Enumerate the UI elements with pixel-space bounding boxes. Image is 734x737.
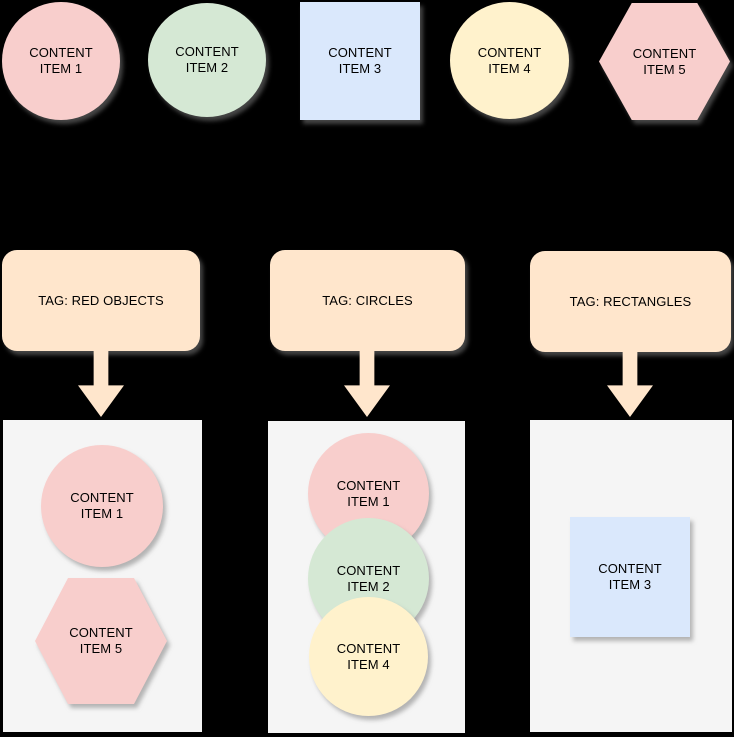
tag-rectangles: TAG: RECTANGLES — [530, 251, 731, 352]
node-label: CONTENT ITEM 1 — [336, 477, 401, 509]
content-item-2-node: CONTENT ITEM 2 — [148, 3, 266, 117]
node-label: CONTENT ITEM 4 — [477, 44, 542, 76]
circle-shape: CONTENT ITEM 2 — [148, 3, 266, 117]
group-container-red-objects: CONTENT ITEM 1 CONTENT ITEM 5 — [3, 420, 202, 732]
node-label: CONTENT ITEM 3 — [598, 561, 662, 592]
content-item-3-node: CONTENT ITEM 3 — [570, 517, 690, 637]
down-block-arrow-icon — [344, 351, 390, 417]
circle-shape: CONTENT ITEM 4 — [309, 597, 428, 716]
content-item-4-node: CONTENT ITEM 4 — [450, 2, 569, 119]
content-item-3-node: CONTENT ITEM 3 — [300, 2, 420, 120]
group-container-rectangles: CONTENT ITEM 3 — [530, 420, 732, 732]
down-block-arrow-icon — [607, 351, 653, 417]
down-block-arrow-icon — [78, 351, 124, 417]
node-label: CONTENT ITEM 1 — [70, 490, 134, 521]
node-label: CONTENT ITEM 5 — [69, 625, 133, 656]
content-item-5-node: CONTENT ITEM 5 — [35, 578, 167, 704]
hexagon-shape: CONTENT ITEM 5 — [599, 3, 730, 120]
tag-label: TAG: RED OBJECTS — [38, 292, 164, 308]
tag-label: TAG: CIRCLES — [322, 292, 413, 308]
hexagon-shape: CONTENT ITEM 5 — [35, 578, 167, 704]
circle-shape: CONTENT ITEM 1 — [41, 445, 163, 567]
rounded-rect-shape: TAG: RED OBJECTS — [2, 250, 200, 351]
square-shape: CONTENT ITEM 3 — [300, 2, 420, 120]
content-item-1-node: CONTENT ITEM 1 — [2, 2, 120, 120]
circle-shape: CONTENT ITEM 4 — [450, 2, 569, 119]
square-shape: CONTENT ITEM 3 — [570, 517, 690, 637]
content-item-1-node: CONTENT ITEM 1 — [41, 445, 163, 567]
node-label: CONTENT ITEM 2 — [336, 562, 401, 594]
node-label: CONTENT ITEM 4 — [336, 640, 401, 672]
arrow-shape — [344, 351, 390, 417]
node-label: CONTENT ITEM 1 — [29, 45, 93, 76]
node-label: CONTENT ITEM 2 — [175, 44, 239, 75]
tag-red-objects: TAG: RED OBJECTS — [2, 250, 200, 351]
arrow-shape — [78, 351, 124, 417]
group-container-circles: CONTENT ITEM 1 CONTENT ITEM 2 CONTENT IT… — [268, 421, 465, 733]
arrow-shape — [607, 351, 653, 417]
rounded-rect-shape: TAG: CIRCLES — [270, 250, 465, 351]
content-item-5-node: CONTENT ITEM 5 — [599, 3, 730, 120]
tag-circles: TAG: CIRCLES — [270, 250, 465, 351]
node-label: CONTENT ITEM 3 — [328, 45, 392, 76]
circle-shape: CONTENT ITEM 1 — [2, 2, 120, 120]
tag-label: TAG: RECTANGLES — [569, 293, 692, 309]
rounded-rect-shape: TAG: RECTANGLES — [530, 251, 731, 352]
node-label: CONTENT ITEM 5 — [632, 45, 697, 77]
content-item-4-node: CONTENT ITEM 4 — [309, 597, 428, 716]
